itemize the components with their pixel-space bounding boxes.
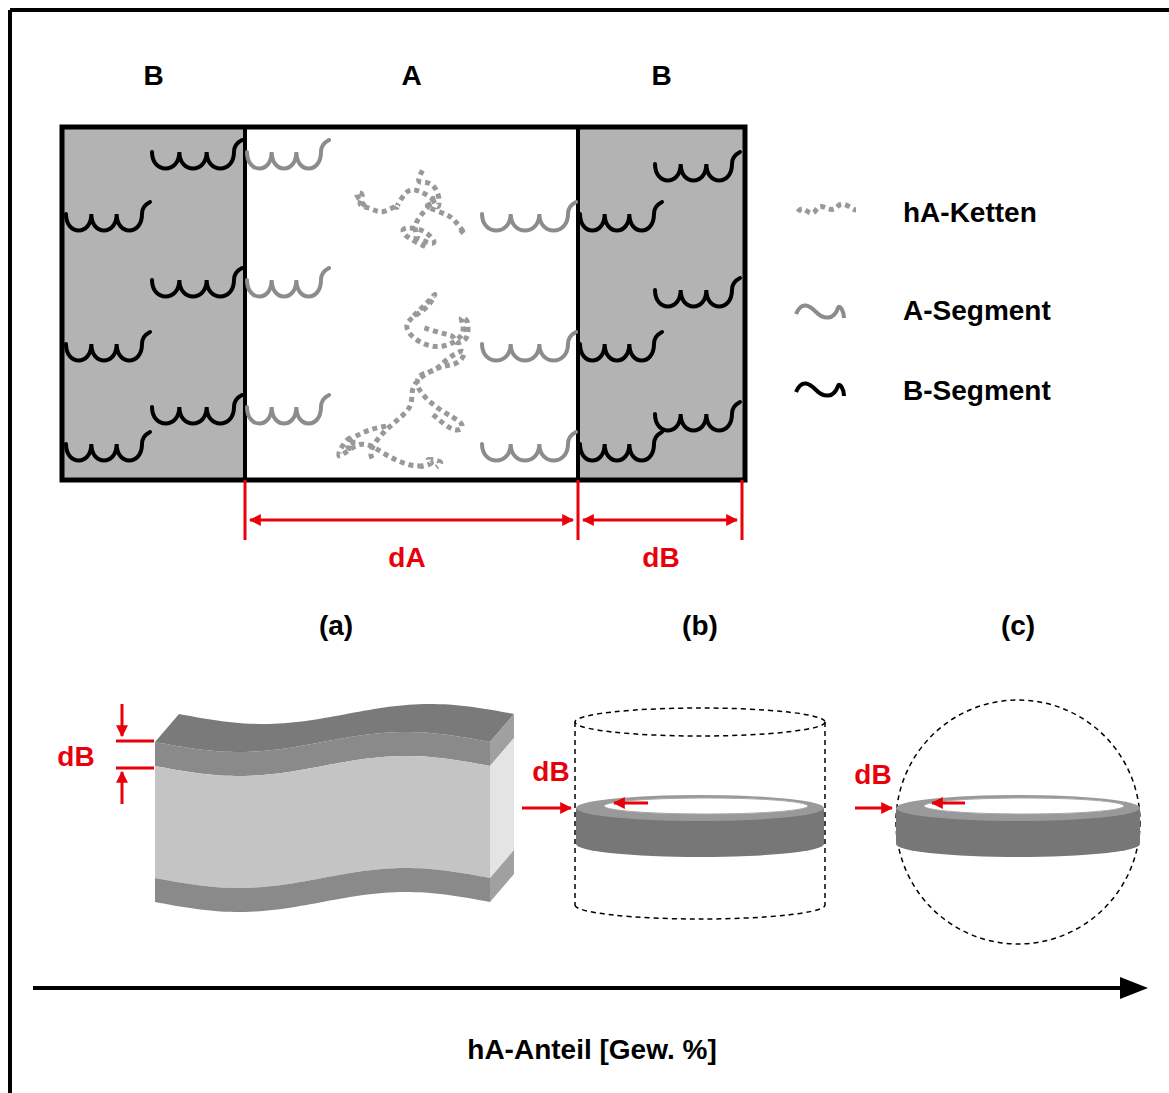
legend-text: B-Segment xyxy=(903,375,1051,407)
lamella-region: B xyxy=(578,52,745,480)
frame-line xyxy=(8,10,12,1093)
chain-segment xyxy=(580,432,662,461)
chain-segment xyxy=(247,140,329,169)
lamella-outline xyxy=(62,127,745,480)
region-label: B xyxy=(62,60,245,92)
cylinder-outline xyxy=(575,708,825,919)
b-region xyxy=(578,127,745,480)
chain-segment xyxy=(655,152,740,181)
chain-segment xyxy=(580,202,662,231)
panel-label: (b) xyxy=(682,610,718,642)
homopolymer-chain xyxy=(407,294,468,346)
cylinder-disk xyxy=(576,795,824,857)
dimension-label: dA xyxy=(388,542,425,574)
dimension-label: dB xyxy=(57,741,94,773)
axis-line xyxy=(33,986,1122,990)
lamella-region: A xyxy=(245,52,578,480)
sphere-outline xyxy=(896,700,1140,944)
chain-segment xyxy=(152,140,242,169)
chain-segment xyxy=(152,268,242,297)
dimension-label: dB xyxy=(854,759,891,791)
chain-segment xyxy=(655,278,740,307)
interface-line xyxy=(243,127,247,480)
chain-segment xyxy=(482,202,576,231)
chain-segment xyxy=(66,332,150,361)
chain-segment xyxy=(655,402,740,431)
chain-segment xyxy=(152,395,242,424)
b-region xyxy=(62,127,245,480)
axis-label: hA-Anteil [Gew. %] xyxy=(467,1034,716,1066)
lamella-region: B xyxy=(62,52,245,480)
homopolymer-chain xyxy=(403,170,439,247)
chain-segment xyxy=(482,432,576,461)
a-region xyxy=(245,127,578,480)
dimension-label: dB xyxy=(532,756,569,788)
chain-segment xyxy=(247,268,329,297)
chain-segment xyxy=(580,332,662,361)
axis-arrowhead xyxy=(1120,977,1148,999)
region-label: A xyxy=(245,60,578,92)
chain-segment xyxy=(66,202,150,231)
thickness-arrows xyxy=(116,704,154,804)
chain-segment xyxy=(66,432,150,461)
interface-line xyxy=(576,127,580,480)
polymer-chains xyxy=(66,140,740,467)
lamella-slab xyxy=(155,704,514,912)
thickness-arrows xyxy=(522,803,648,808)
dimension-label: dB xyxy=(642,542,679,574)
sphere-disk xyxy=(896,795,1140,857)
chain-segment xyxy=(482,332,576,361)
panel-label: (a) xyxy=(319,610,353,642)
homopolymer-chain xyxy=(339,426,441,467)
chain-segment xyxy=(247,395,329,424)
frame-line xyxy=(10,8,1169,12)
legend-samples xyxy=(796,204,856,396)
dimension-lines xyxy=(245,480,742,540)
thickness-arrows xyxy=(855,803,965,808)
panel-label: (c) xyxy=(1001,610,1035,642)
region-label: B xyxy=(578,60,745,92)
legend-text: hA-Ketten xyxy=(903,197,1037,229)
homopolymer-chain xyxy=(371,351,464,459)
legend-text: A-Segment xyxy=(903,295,1051,327)
